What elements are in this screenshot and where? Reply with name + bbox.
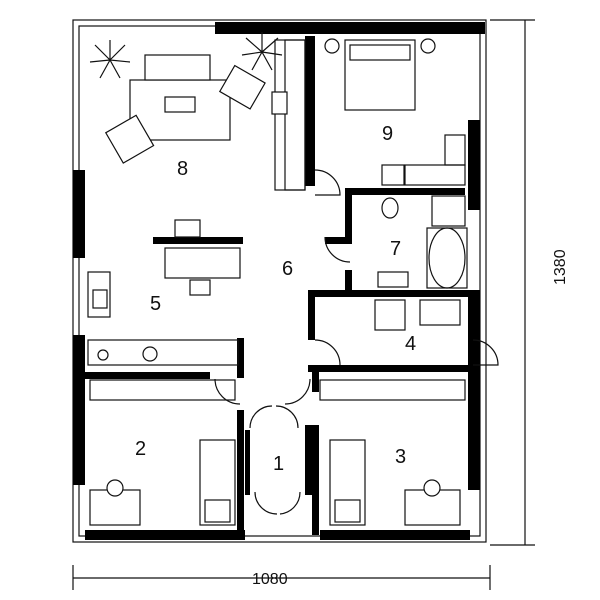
room-label-5: 5 <box>150 293 161 315</box>
room-label-7: 7 <box>390 238 401 260</box>
bedroom-furniture <box>324 38 466 186</box>
bedroom-2-furniture <box>89 379 236 526</box>
bedroom-3-furniture <box>319 379 466 526</box>
width-dimension-label: 1080 <box>252 571 288 588</box>
living-room-furniture <box>104 39 306 191</box>
utility-furniture <box>374 299 461 331</box>
room-label-3: 3 <box>395 446 406 468</box>
door-swings <box>214 169 499 515</box>
plant-icon <box>241 32 283 71</box>
room-label-2: 2 <box>135 438 146 460</box>
bathroom-fixtures <box>377 195 468 289</box>
room-label-4: 4 <box>405 333 416 355</box>
room-label-1: 1 <box>273 453 284 475</box>
plant-icon <box>89 40 131 79</box>
room-label-8: 8 <box>177 158 188 180</box>
kitchen-furniture <box>87 219 241 366</box>
interior-walls <box>85 36 473 535</box>
outer-border <box>72 19 487 543</box>
room-label-9: 9 <box>382 123 393 145</box>
height-dimension-label: 1380 <box>552 249 569 285</box>
room-label-6: 6 <box>282 258 293 280</box>
dimension-lines <box>72 19 535 590</box>
